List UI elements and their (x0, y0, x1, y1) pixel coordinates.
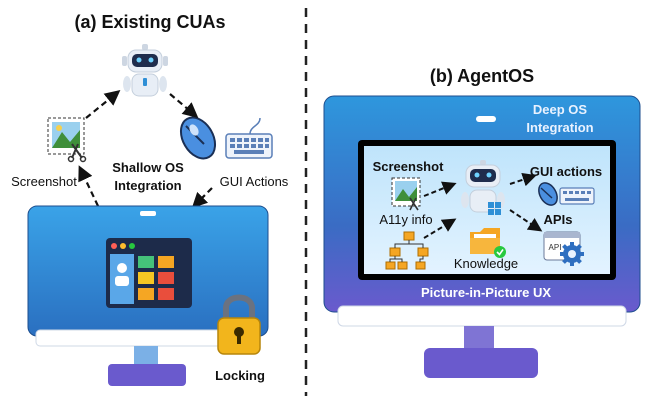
gear-icon (560, 242, 584, 266)
mouse-icon (179, 116, 217, 160)
keyboard-icon (225, 117, 273, 159)
center-robot-icon (461, 160, 505, 215)
knowledge-label: Knowledge (454, 256, 518, 271)
left-monitor (27, 205, 269, 386)
a11y-label: A11y info (379, 212, 432, 227)
left-arrows (78, 90, 213, 209)
left-title: (a) Existing CUAs (74, 12, 225, 32)
arrow-monitor-to-screenshot (78, 165, 99, 207)
arrow-agent-to-api (509, 209, 543, 232)
right-keyboard-icon (559, 187, 595, 205)
apis-label: APIs (544, 212, 573, 227)
left-gui-actions-label: GUI Actions (220, 174, 289, 189)
arrow-screenshot-to-agent (423, 181, 457, 197)
shallow-os-line1: Shallow OS (112, 160, 184, 175)
arrow-a11y-to-agent (423, 218, 457, 239)
right-gui-actions-label: GUI actions (530, 164, 602, 179)
shallow-os-line2: Integration (114, 178, 181, 193)
deep-os-line2: Integration (526, 120, 593, 135)
tree-icon (385, 231, 429, 270)
right-screenshot-icon (391, 177, 421, 211)
right-mouse-icon (538, 182, 558, 206)
screenshot-icon (47, 117, 87, 163)
arrow-screenshot-to-robot (85, 90, 121, 119)
app-window-icon (106, 238, 192, 308)
pip-label: Picture-in-Picture UX (421, 285, 551, 300)
padlock-icon (217, 294, 261, 355)
arrow-gui-to-monitor (191, 187, 213, 209)
left-screenshot-label: Screenshot (11, 174, 77, 189)
existing-cuas-panel: (a) Existing CUAs Screenshot (11, 12, 289, 386)
right-title: (b) AgentOS (430, 66, 534, 86)
arrow-agent-to-gui (509, 172, 537, 187)
folder-icon (470, 228, 506, 258)
right-screenshot-label: Screenshot (373, 159, 444, 174)
arrow-robot-to-mouse (169, 93, 199, 118)
agentos-panel: (b) AgentOS Deep OS Integration Picture-… (323, 66, 641, 378)
right-arrows (423, 172, 543, 239)
locking-label: Locking (215, 368, 265, 383)
deep-os-line1: Deep OS (533, 102, 588, 117)
api-tag: API (549, 243, 562, 252)
robot-icon (122, 44, 168, 97)
